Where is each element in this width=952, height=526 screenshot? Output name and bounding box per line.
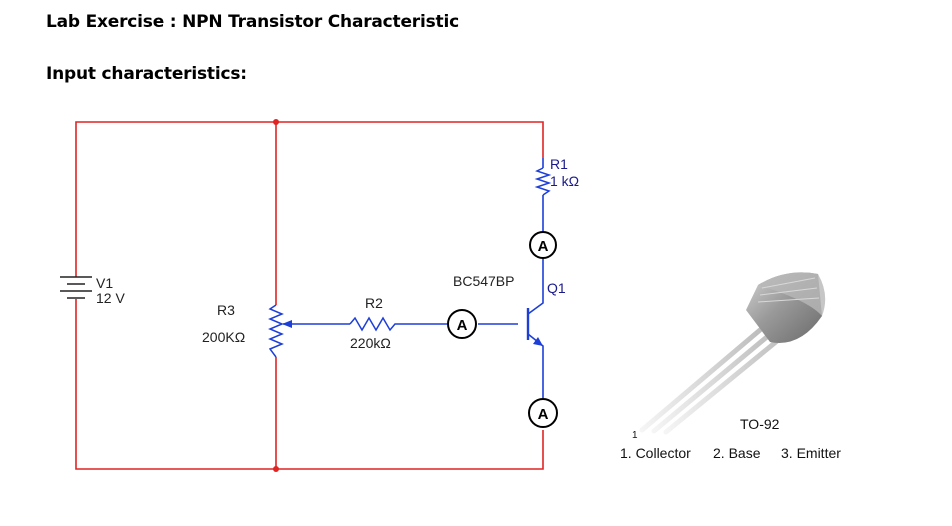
pin-3-label: 3. Emitter	[781, 445, 841, 461]
r2-value: 220kΩ	[350, 335, 391, 351]
r2-name: R2	[365, 295, 383, 311]
ammeter-base-label: A	[457, 317, 468, 334]
pin-2-label: 2. Base	[713, 445, 761, 461]
ammeter-emitter: A	[528, 398, 558, 428]
ammeter-collector: A	[529, 231, 557, 259]
red-wires	[75, 121, 544, 470]
v1-name: V1	[96, 275, 113, 291]
junction-bottom	[273, 466, 279, 472]
pin-1-label: 1. Collector	[620, 445, 691, 461]
top-wire	[75, 121, 544, 277]
package-name: TO-92	[740, 416, 780, 432]
page-title: Lab Exercise : NPN Transistor Characteri…	[46, 12, 459, 32]
r3-name: R3	[217, 302, 235, 318]
resistor-r1: R1 1 kΩ	[534, 156, 579, 196]
r1-name: R1	[550, 156, 568, 172]
junction-top	[273, 119, 279, 125]
ammeter-collector-label: A	[538, 238, 549, 255]
resistor-r2: R2 220kΩ	[349, 295, 400, 351]
q1-name: Q1	[547, 280, 566, 296]
collector-wire	[527, 258, 544, 315]
q1-model: BC547BP	[453, 273, 514, 289]
package-pin-number: 1	[632, 430, 638, 441]
battery-v1: V1 12 V	[60, 275, 125, 306]
ammeter-emitter-label: A	[538, 406, 549, 423]
transistor-q1: BC547BP Q1	[453, 273, 566, 346]
potentiometer-r3: R3 200KΩ	[202, 302, 292, 358]
r3-value: 200KΩ	[202, 329, 245, 345]
to92-package: 1 TO-92 1. Collector 2. Base 3. Emitter	[620, 272, 841, 461]
ammeter-base: A	[447, 309, 477, 339]
section-subtitle: Input characteristics:	[46, 64, 247, 84]
bottom-wire	[75, 299, 544, 470]
v1-value: 12 V	[96, 290, 125, 306]
r1-value: 1 kΩ	[550, 173, 579, 189]
